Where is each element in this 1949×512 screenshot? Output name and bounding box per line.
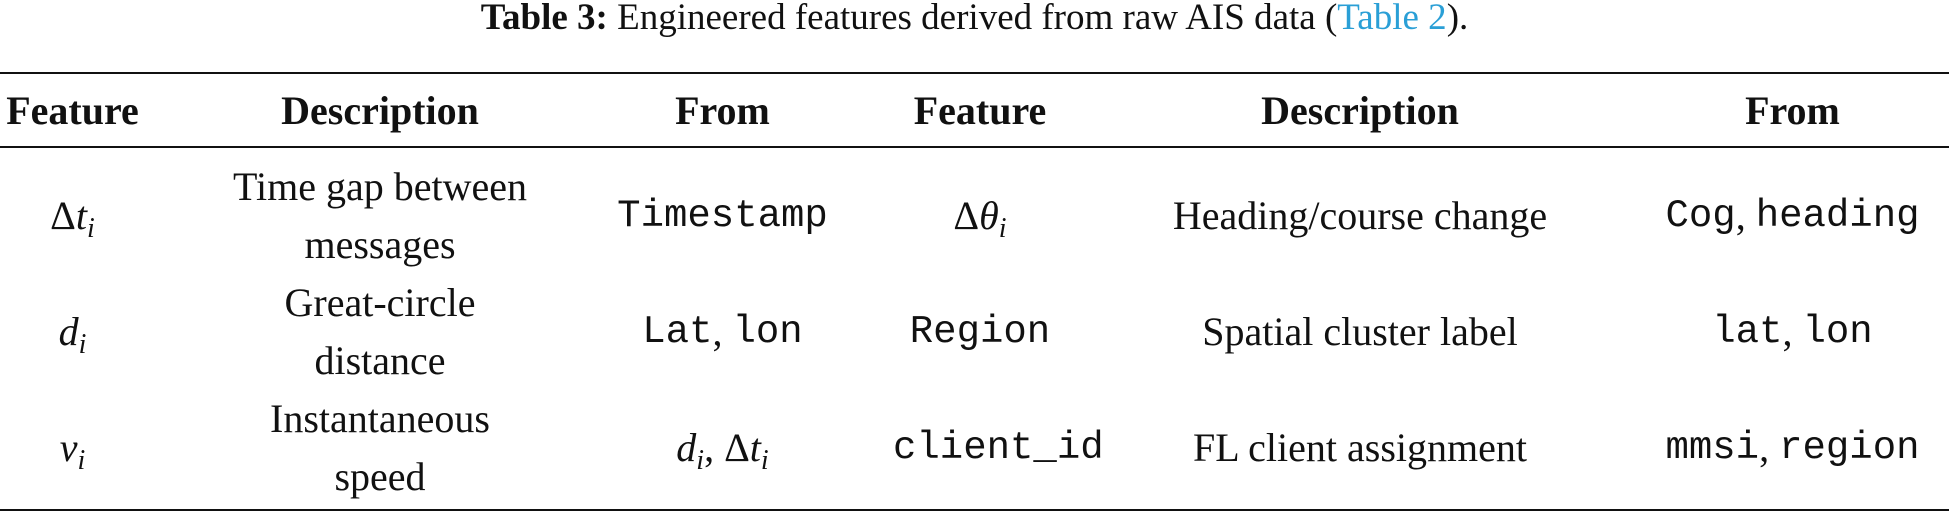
table-row-1-description: Time gap between messages xyxy=(232,164,528,267)
top-rule xyxy=(0,72,1949,74)
table-row-1-feature: Δti xyxy=(50,193,95,244)
header-from-left: From xyxy=(675,87,770,133)
table-row-3-feature-right: client_id xyxy=(893,426,1104,470)
table-row-2-from: Lat, lon xyxy=(642,309,803,354)
header-feature-right: Feature xyxy=(913,87,1047,133)
table-row-3-from: di, Δti xyxy=(676,425,769,476)
header-description-right: Description xyxy=(1261,87,1459,133)
table-row-2-feature-right: Region xyxy=(909,310,1051,354)
table-row-2-from-right: lat, lon xyxy=(1712,309,1873,354)
table-row-3-from-right: mmsi, region xyxy=(1665,425,1920,470)
table-row-3-description-right: FL client assignment xyxy=(1192,425,1528,470)
table-row-2-description: Great-circle distance xyxy=(284,280,476,383)
header-feature-left: Feature xyxy=(6,87,139,133)
table-row-1-from: Timestamp xyxy=(617,194,828,238)
caption-text-end: ). xyxy=(1446,0,1469,38)
table-row-1-description-right: Heading/course change xyxy=(1172,193,1548,238)
table-row-1-feature-right: Δθi xyxy=(953,193,1007,244)
table-row-3-description: Instantaneous speed xyxy=(270,396,490,499)
table-row-3-feature: vi xyxy=(59,425,86,476)
table-2-link[interactable]: Table 2 xyxy=(1337,0,1447,38)
header-rule xyxy=(0,146,1949,148)
table-row-2-description-right: Spatial cluster label xyxy=(1202,309,1518,354)
header-from-right: From xyxy=(1745,87,1840,133)
header-description-left: Description xyxy=(281,87,479,133)
caption-label: Table 3: xyxy=(480,0,608,38)
table-row-1-from-right: Cog, heading xyxy=(1665,193,1920,238)
caption-text: Engineered features derived from raw AIS… xyxy=(617,0,1338,38)
table-caption: Table 3: Engineered features derived fro… xyxy=(0,0,1949,40)
bottom-rule xyxy=(0,509,1949,511)
table-row-2-feature: di xyxy=(58,309,87,360)
